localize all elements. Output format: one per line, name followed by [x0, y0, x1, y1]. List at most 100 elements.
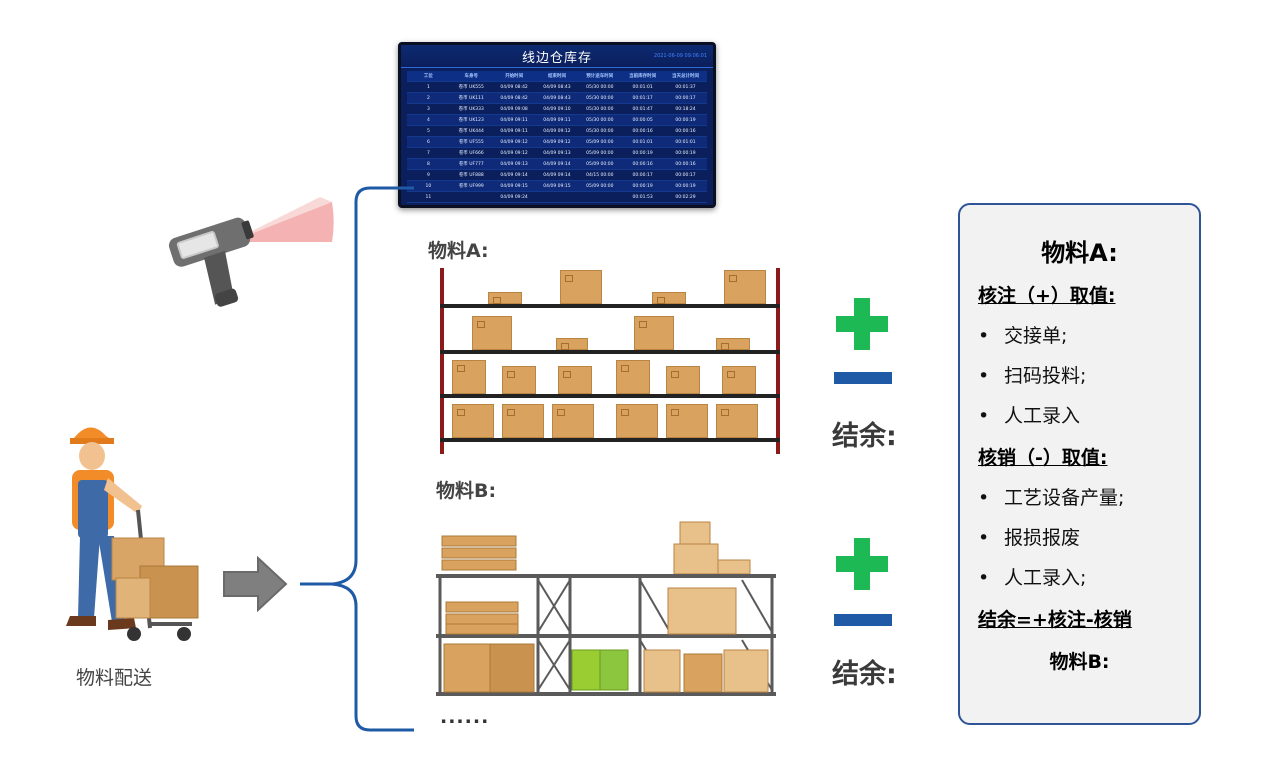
balance-b-label: 结余:: [832, 659, 897, 690]
table-cell: 04/09 09:14: [535, 169, 579, 181]
table-cell: 00:01:53: [621, 191, 665, 203]
table-cell: 05/09 00:00: [578, 136, 622, 148]
table-cell: 7: [407, 147, 450, 159]
table-cell: 11: [407, 191, 450, 203]
table-cell: 00:01:01: [664, 136, 707, 148]
table-cell: 00:00:17: [621, 169, 665, 181]
table-cell: 00:02:29: [664, 191, 707, 203]
table-cell: 04/09 09:12: [535, 136, 579, 148]
table-cell: 04/09 09:11: [492, 114, 536, 126]
table-cell: 00:00:19: [664, 114, 707, 126]
table-cell: 卷币 UK111: [449, 92, 493, 104]
table-header-cell: 结束时间: [535, 71, 579, 82]
table-cell: 00:00:05: [621, 114, 665, 126]
table-cell: 10: [407, 180, 450, 192]
table-header-cell: 工位: [407, 71, 450, 82]
table-header-cell: 当天总计时间: [664, 71, 707, 82]
table-header-row: 工位车身号开始时间结束时间预计送车时间当前库存时间当天总计时间: [407, 71, 707, 82]
table-cell: 4: [407, 114, 450, 126]
add-item: •扫码投料;: [978, 365, 1087, 387]
table-cell: 6: [407, 136, 450, 148]
table-cell: 00:00:19: [664, 180, 707, 192]
table-cell: 04/09 09:14: [535, 158, 579, 170]
table-cell: 05/09 00:00: [578, 180, 622, 192]
table-cell: 1: [407, 81, 450, 93]
table-cell: 04/09 09:10: [535, 103, 579, 115]
table-cell: 卷币 UF888: [449, 169, 493, 181]
heading-add: 核注（+）取值:: [978, 285, 1116, 307]
table-cell: 00:00:17: [664, 169, 707, 181]
table-cell: 04/09 09:11: [492, 125, 536, 137]
plus-icon: [836, 538, 888, 590]
table-cell: 9: [407, 169, 450, 181]
table-cell: 04/09 08:42: [492, 81, 536, 93]
table-cell: 5: [407, 125, 450, 137]
table-cell: 00:00:16: [621, 158, 665, 170]
table-cell: 04/09 08:43: [535, 92, 579, 104]
table-cell: 00:00:19: [621, 147, 665, 159]
table-cell: 04/09 09:24: [492, 191, 536, 203]
heading-sub: 核销（-）取值:: [978, 447, 1108, 469]
table-cell: 00:18:24: [664, 103, 707, 115]
table-cell: 04/09 09:12: [492, 136, 536, 148]
dashboard-date: 2021-06-09 09:06:01: [653, 53, 707, 59]
bracket-connector: [300, 186, 414, 732]
table-cell: 8: [407, 158, 450, 170]
table-cell: 04/09 09:13: [535, 147, 579, 159]
sub-item: •报损报废: [978, 527, 1081, 549]
table-cell: 05/30 00:00: [578, 81, 622, 93]
table-cell: 00:00:19: [621, 180, 665, 192]
sub-item: •工艺设备产量;: [978, 487, 1125, 509]
table-cell: 05/09 00:00: [578, 158, 622, 170]
table-cell: 05/30 00:00: [578, 114, 622, 126]
arrow-right-icon: [223, 556, 288, 612]
balance-a-label: 结余:: [832, 421, 897, 452]
delivery-label: 物料配送: [76, 667, 153, 689]
table-cell: 05/09 00:00: [578, 147, 622, 159]
table-cell: 00:00:19: [664, 147, 707, 159]
table-cell: 04/09 08:43: [535, 81, 579, 93]
table-cell: 04/09 09:13: [492, 158, 536, 170]
table-cell: 卷币 UK333: [449, 103, 493, 115]
table-cell: 00:01:01: [621, 81, 665, 93]
table-cell: 卷币 UF666: [449, 147, 493, 159]
table-cell: 04/09 09:14: [492, 169, 536, 181]
table-header-cell: 车身号: [449, 71, 493, 82]
table-cell: [449, 191, 493, 203]
table-cell: 05/30 00:00: [578, 103, 622, 115]
table-cell: 00:01:37: [664, 81, 707, 93]
material-b-label: 物料B:: [436, 480, 497, 502]
table-cell: 卷币 UK555: [449, 81, 493, 93]
more-ellipsis: ......: [440, 706, 490, 728]
table-cell: 00:01:17: [621, 92, 665, 104]
dashboard-header: [401, 45, 713, 68]
table-cell: 05/30 00:00: [578, 92, 622, 104]
panel-footer: 物料B:: [1049, 651, 1110, 673]
table-cell: 00:00:16: [664, 125, 707, 137]
inventory-dashboard-screen: 线边仓库存 2021-06-09 09:06:01 工位车身号开始时间结束时间预…: [398, 42, 716, 208]
formula: 结余=+核注-核销: [978, 609, 1132, 631]
table-cell: 04/09 09:11: [535, 114, 579, 126]
table-header-cell: 预计送车时间: [578, 71, 622, 82]
table-cell: 04/09 08:42: [492, 92, 536, 104]
table-cell: 00:00:16: [664, 158, 707, 170]
table-cell: 2: [407, 92, 450, 104]
material-b-shelf: [436, 521, 776, 696]
table-cell: 卷币 UK123: [449, 114, 493, 126]
table-cell: [578, 191, 622, 203]
table-cell: 04/09 09:15: [535, 180, 579, 192]
table-cell: 04/09 09:12: [535, 125, 579, 137]
table-cell: 00:00:17: [664, 92, 707, 104]
table-cell: [535, 191, 579, 203]
table-cell: 卷币 UF999: [449, 180, 493, 192]
table-cell: 卷币 UF777: [449, 158, 493, 170]
